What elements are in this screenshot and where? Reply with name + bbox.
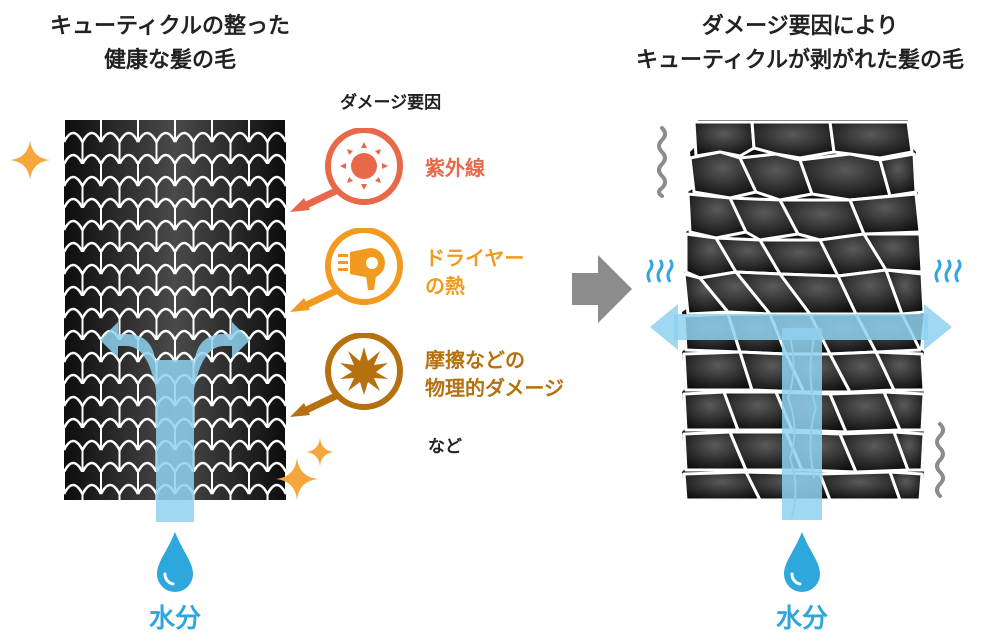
transition-arrow-icon bbox=[572, 255, 632, 323]
moisture-escape-wave-icon bbox=[646, 256, 676, 286]
cause-friction-label-line1: 摩擦などの bbox=[425, 348, 525, 372]
cause-uv-label: 紫外線 bbox=[425, 156, 485, 180]
water-flow-arrow-left bbox=[100, 300, 250, 522]
moisture-escape-wave-icon bbox=[934, 256, 964, 286]
right-title-line1: ダメージ要因により bbox=[701, 14, 899, 39]
left-title-line2: 健康な髪の毛 bbox=[103, 48, 236, 73]
cause-dryer-label: ドライヤー の熱 bbox=[425, 244, 524, 300]
water-flow-arrow-right bbox=[650, 288, 952, 520]
sparkle-icon bbox=[10, 140, 50, 180]
water-drop-icon-left bbox=[155, 530, 195, 594]
friction-burst-icon bbox=[338, 345, 390, 397]
cause-dryer-label-line2: の熱 bbox=[425, 274, 465, 298]
sun-icon bbox=[338, 140, 390, 192]
right-title: ダメージ要因により キューティクルが剥がれた髪の毛 bbox=[600, 10, 1000, 78]
water-label-left: 水分 bbox=[148, 604, 201, 634]
sparkle-icon bbox=[306, 438, 334, 466]
healthy-hair-strand bbox=[64, 120, 286, 500]
causes-heading: ダメージ要因 bbox=[340, 93, 442, 113]
cause-dryer-label-line1: ドライヤー bbox=[425, 246, 525, 270]
left-title: キューティクルの整った 健康な髪の毛 bbox=[0, 10, 340, 78]
hair-dryer-icon bbox=[336, 240, 392, 292]
left-title-line1: キューティクルの整った bbox=[49, 14, 291, 39]
damage-squiggle-icon bbox=[654, 124, 670, 198]
right-title-line2: キューティクルが剥がれた髪の毛 bbox=[635, 48, 965, 73]
cause-friction-label: 摩擦などの 物理的ダメージ bbox=[425, 346, 564, 402]
damage-squiggle-icon bbox=[932, 420, 948, 498]
water-label-right: 水分 bbox=[775, 604, 828, 634]
water-drop-icon-right bbox=[782, 530, 822, 594]
causes-etc: など bbox=[428, 437, 462, 457]
cause-friction-label-line2: 物理的ダメージ bbox=[425, 376, 564, 400]
sparkle-icon bbox=[276, 458, 318, 500]
